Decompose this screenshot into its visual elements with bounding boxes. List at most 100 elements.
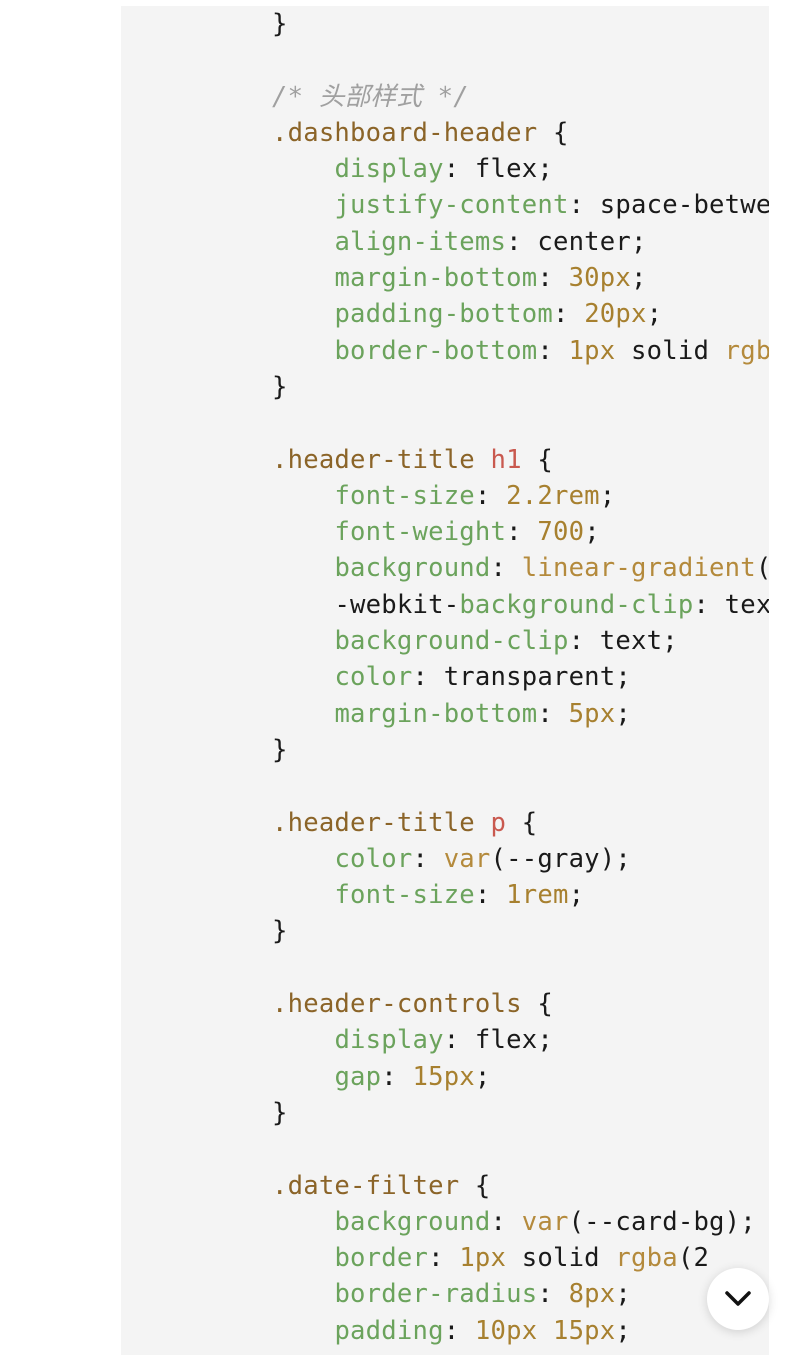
code-line: } bbox=[272, 6, 769, 42]
code-token-punc bbox=[272, 190, 334, 220]
code-token-prop: color bbox=[334, 662, 413, 693]
code-token-val: -webkit- bbox=[334, 589, 460, 620]
code-token-num: 1rem bbox=[506, 880, 569, 911]
code-token-num: 700 bbox=[537, 517, 585, 548]
code-token-punc bbox=[272, 553, 334, 583]
code-token-prop: margin-bottom bbox=[334, 263, 538, 294]
code-token-num: 15px bbox=[412, 1061, 475, 1092]
code-token-punc: : bbox=[443, 1315, 475, 1346]
code-line bbox=[272, 42, 769, 78]
code-token-punc bbox=[272, 626, 334, 656]
code-token-punc: : bbox=[552, 299, 585, 330]
code-token-punc: ( bbox=[756, 553, 769, 583]
code-token-prop: margin-bottom bbox=[334, 698, 538, 729]
code-token-punc bbox=[272, 844, 334, 874]
code-token-prop: color bbox=[334, 843, 413, 874]
code-token-punc bbox=[272, 880, 334, 910]
code-line: .date-filter { bbox=[272, 1168, 769, 1204]
code-line: align-items: center; bbox=[272, 224, 769, 260]
code-token-sel: .date-filter bbox=[272, 1170, 460, 1201]
code-token-val: text; bbox=[724, 589, 769, 620]
code-token-punc bbox=[272, 1316, 334, 1346]
scroll-down-button[interactable] bbox=[707, 1268, 769, 1330]
code-line: justify-content: space-between; bbox=[272, 187, 769, 223]
code-token-punc: : bbox=[568, 626, 600, 657]
code-token-punc: : bbox=[506, 226, 538, 257]
code-token-punc: ; bbox=[631, 263, 647, 294]
code-token-punc: ; bbox=[662, 626, 678, 657]
code-token-punc bbox=[272, 590, 334, 620]
code-token-sel: .header-title bbox=[272, 807, 491, 838]
code-line: color: transparent; bbox=[272, 659, 769, 695]
code-token-fn: linear-gradient bbox=[521, 553, 756, 584]
code-line: .header-title p { bbox=[272, 805, 769, 841]
code-token-val: solid bbox=[615, 335, 725, 366]
code-token-prop: border-radius bbox=[334, 1279, 538, 1310]
code-token-fn: rgba bbox=[615, 1243, 678, 1274]
code-token-prop: align-items bbox=[334, 226, 507, 257]
code-token-sel: .dashboard-header bbox=[272, 117, 538, 148]
code-line: } bbox=[272, 1095, 769, 1131]
code-line: border: 1px solid rgba(2 bbox=[272, 1240, 769, 1276]
code-token-fn: rgba bbox=[724, 335, 769, 366]
code-token-punc: ; bbox=[537, 1025, 553, 1056]
code-token-punc: } bbox=[272, 1097, 288, 1128]
code-line: .header-controls { bbox=[272, 986, 769, 1022]
code-token-punc bbox=[272, 517, 334, 547]
code-token-punc: } bbox=[272, 916, 288, 947]
code-line: } bbox=[272, 913, 769, 949]
code-line: font-size: 1rem; bbox=[272, 877, 769, 913]
code-token-val: text bbox=[599, 626, 663, 657]
code-token-prop: gap bbox=[334, 1061, 382, 1092]
code-token-punc: ; bbox=[615, 698, 632, 729]
code-token-num: 1px bbox=[459, 1243, 507, 1274]
code-token-punc: ; bbox=[537, 154, 553, 185]
code-token-punc bbox=[272, 1207, 334, 1237]
code-line: border-radius: 8px; bbox=[272, 1276, 769, 1312]
code-token-prop: border bbox=[334, 1243, 429, 1274]
code-token-prop: background-clip bbox=[334, 626, 569, 657]
code-line: } bbox=[272, 369, 769, 405]
code-token-punc: { bbox=[537, 117, 569, 148]
code-line: display: flex; bbox=[272, 151, 769, 187]
code-token-punc: : bbox=[537, 263, 569, 294]
code-token-prop: justify-content bbox=[334, 190, 569, 221]
code-token-punc: ; bbox=[646, 299, 663, 330]
code-token-prop: background-clip bbox=[459, 589, 694, 620]
code-token-prop: font-weight bbox=[334, 517, 507, 548]
code-token-punc: : bbox=[474, 480, 507, 511]
code-token-val: solid bbox=[506, 1243, 616, 1274]
code-token-punc bbox=[272, 662, 334, 692]
code-token-num: 1px bbox=[568, 335, 616, 366]
code-token-punc: ; bbox=[568, 880, 585, 911]
code-token-punc: : bbox=[537, 698, 569, 729]
code-token-punc: (--gray); bbox=[490, 843, 632, 874]
code-line: font-size: 2.2rem; bbox=[272, 478, 769, 514]
code-line: gap: 15px; bbox=[272, 1059, 769, 1095]
code-token-punc: ; bbox=[474, 1061, 491, 1092]
code-token-prop: display bbox=[334, 154, 444, 185]
code-token-punc: { bbox=[521, 989, 553, 1020]
code-token-punc: ; bbox=[599, 480, 616, 511]
chevron-down-icon bbox=[725, 1291, 751, 1306]
code-token-punc bbox=[272, 336, 334, 366]
code-token-punc: : bbox=[474, 880, 507, 911]
code-token-punc bbox=[272, 699, 334, 729]
code-token-punc: } bbox=[272, 734, 288, 765]
code-token-num: 5px bbox=[568, 698, 616, 729]
code-token-punc: ; bbox=[615, 1279, 632, 1310]
code-token-prop: padding-bottom bbox=[334, 299, 553, 330]
code-token-num: 10px 15px bbox=[474, 1315, 616, 1346]
code-token-val: flex bbox=[474, 1025, 538, 1056]
code-line: .header-title h1 { bbox=[272, 442, 769, 478]
code-token-fn: var bbox=[443, 843, 491, 874]
code-token-punc: : bbox=[443, 1025, 475, 1056]
code-line bbox=[272, 405, 769, 441]
code-token-punc bbox=[272, 1062, 334, 1092]
code-line: margin-bottom: 30px; bbox=[272, 260, 769, 296]
code-token-prop: display bbox=[334, 1025, 444, 1056]
code-line: display: flex; bbox=[272, 1022, 769, 1058]
code-token-tag: h1 bbox=[490, 444, 522, 475]
code-token-prop: font-size bbox=[334, 480, 475, 511]
code-line: margin-bottom: 5px; bbox=[272, 696, 769, 732]
